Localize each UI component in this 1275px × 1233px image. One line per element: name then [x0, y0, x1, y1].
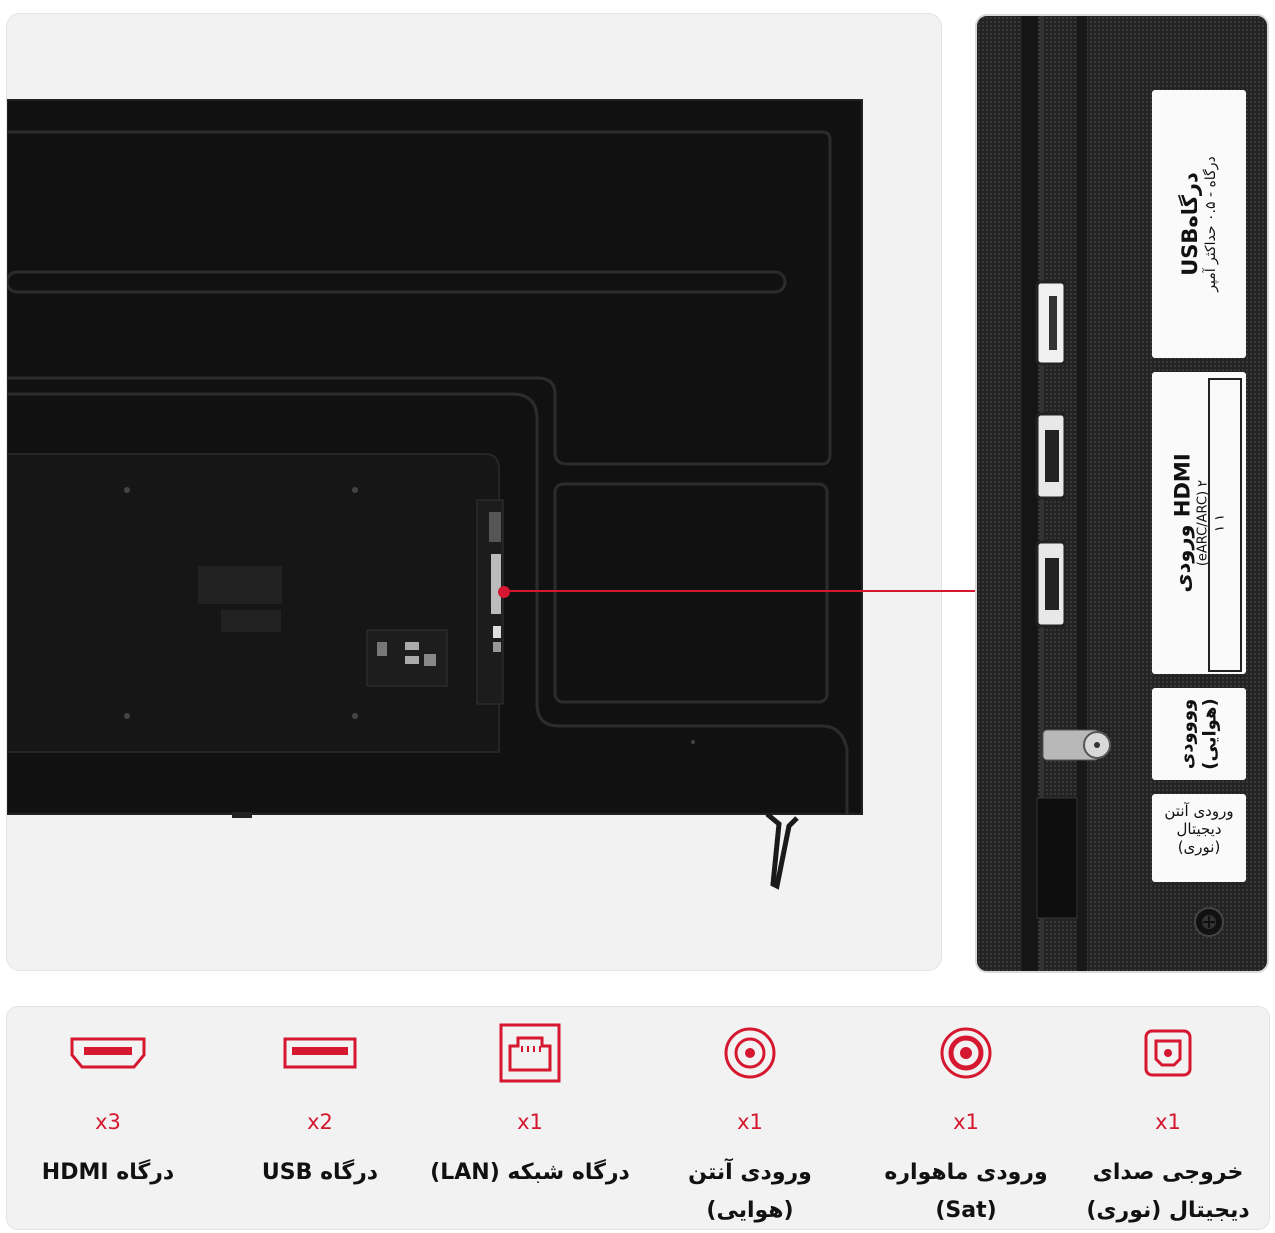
optical-icon — [1068, 1018, 1268, 1088]
hdmi-label-text: ورودی HDMI (eARC/ARC) ۲ ۱ ۱ — [1170, 453, 1229, 592]
usb-label-card: USBدرگاه درگاه - ۰.۵ حداکثر آمپر — [1152, 90, 1246, 358]
port-count-satellite: x1 — [953, 1110, 979, 1134]
hdmi-label-sub1: (eARC/ARC) ۲ — [1195, 479, 1211, 567]
usb-icon — [220, 1018, 420, 1088]
port-name-satellite: ورودی ماهواره (Sat) — [884, 1160, 1048, 1223]
hdmi-label-sub2: ۱ ۱ — [1212, 513, 1228, 533]
tv-rear-illustration — [7, 99, 863, 890]
antenna-label-card: وووودی (هوایی) — [1152, 688, 1246, 780]
ports-summary-bar — [6, 1006, 1270, 1230]
port-name-antenna: ورودی آنتن (هوایی) — [688, 1160, 812, 1223]
optical-label-card: ورودی آنتن دیجیتال (نوری) — [1152, 794, 1246, 882]
port-count-usb: x2 — [307, 1110, 333, 1134]
port-item-optical: x1 خروجی صدای دیجیتال (نوری) — [1068, 1018, 1268, 1230]
optical-label-line2: دیجیتال — [1176, 820, 1222, 838]
port-item-satellite: x1 ورودی ماهواره (Sat) — [866, 1018, 1066, 1230]
hdmi-label-title: ورودی HDMI — [1170, 453, 1195, 593]
port-item-hdmi: x3 درگاه HDMI — [8, 1018, 208, 1192]
port-count-lan: x1 — [517, 1110, 543, 1134]
port-name-lan: درگاه شبکه (LAN) — [430, 1160, 630, 1185]
port-name-usb: درگاه USB — [261, 1160, 379, 1185]
optical-label-line1: ورودی آنتن — [1164, 802, 1234, 820]
port-count-optical: x1 — [1155, 1110, 1181, 1134]
antenna-label-title: وووودی (هوایی) — [1176, 698, 1221, 770]
usb-label-title: USBدرگاه — [1178, 172, 1203, 276]
callout-dot — [498, 586, 510, 598]
usb-label-text: USBدرگاه درگاه - ۰.۵ حداکثر آمپر — [1177, 156, 1221, 291]
hdmi-label-card: ورودی HDMI (eARC/ARC) ۲ ۱ ۱ — [1152, 372, 1246, 674]
antenna-icon — [650, 1018, 850, 1088]
hdmi-icon — [8, 1018, 208, 1088]
port-item-lan: x1 درگاه شبکه (LAN) — [430, 1018, 630, 1192]
usb-label-spec: درگاه - ۰.۵ حداکثر آمپر — [1203, 156, 1220, 292]
port-name-hdmi: درگاه HDMI — [41, 1160, 175, 1185]
optical-label-line3: (نوری) — [1177, 838, 1221, 856]
port-item-usb: x2 درگاه USB — [220, 1018, 420, 1192]
port-strip-illustration — [1022, 16, 1224, 971]
port-item-antenna: x1 ورودی آنتن (هوایی) — [650, 1018, 850, 1230]
port-count-hdmi: x3 — [95, 1110, 121, 1134]
port-name-optical: خروجی صدای دیجیتال (نوری) — [1086, 1160, 1250, 1223]
port-count-antenna: x1 — [737, 1110, 763, 1134]
tv-rear-view-panel — [6, 13, 942, 971]
satellite-icon — [866, 1018, 1066, 1088]
port-closeup-panel: USBدرگاه درگاه - ۰.۵ حداکثر آمپر ورودی H… — [975, 14, 1269, 973]
lan-icon — [430, 1018, 630, 1088]
